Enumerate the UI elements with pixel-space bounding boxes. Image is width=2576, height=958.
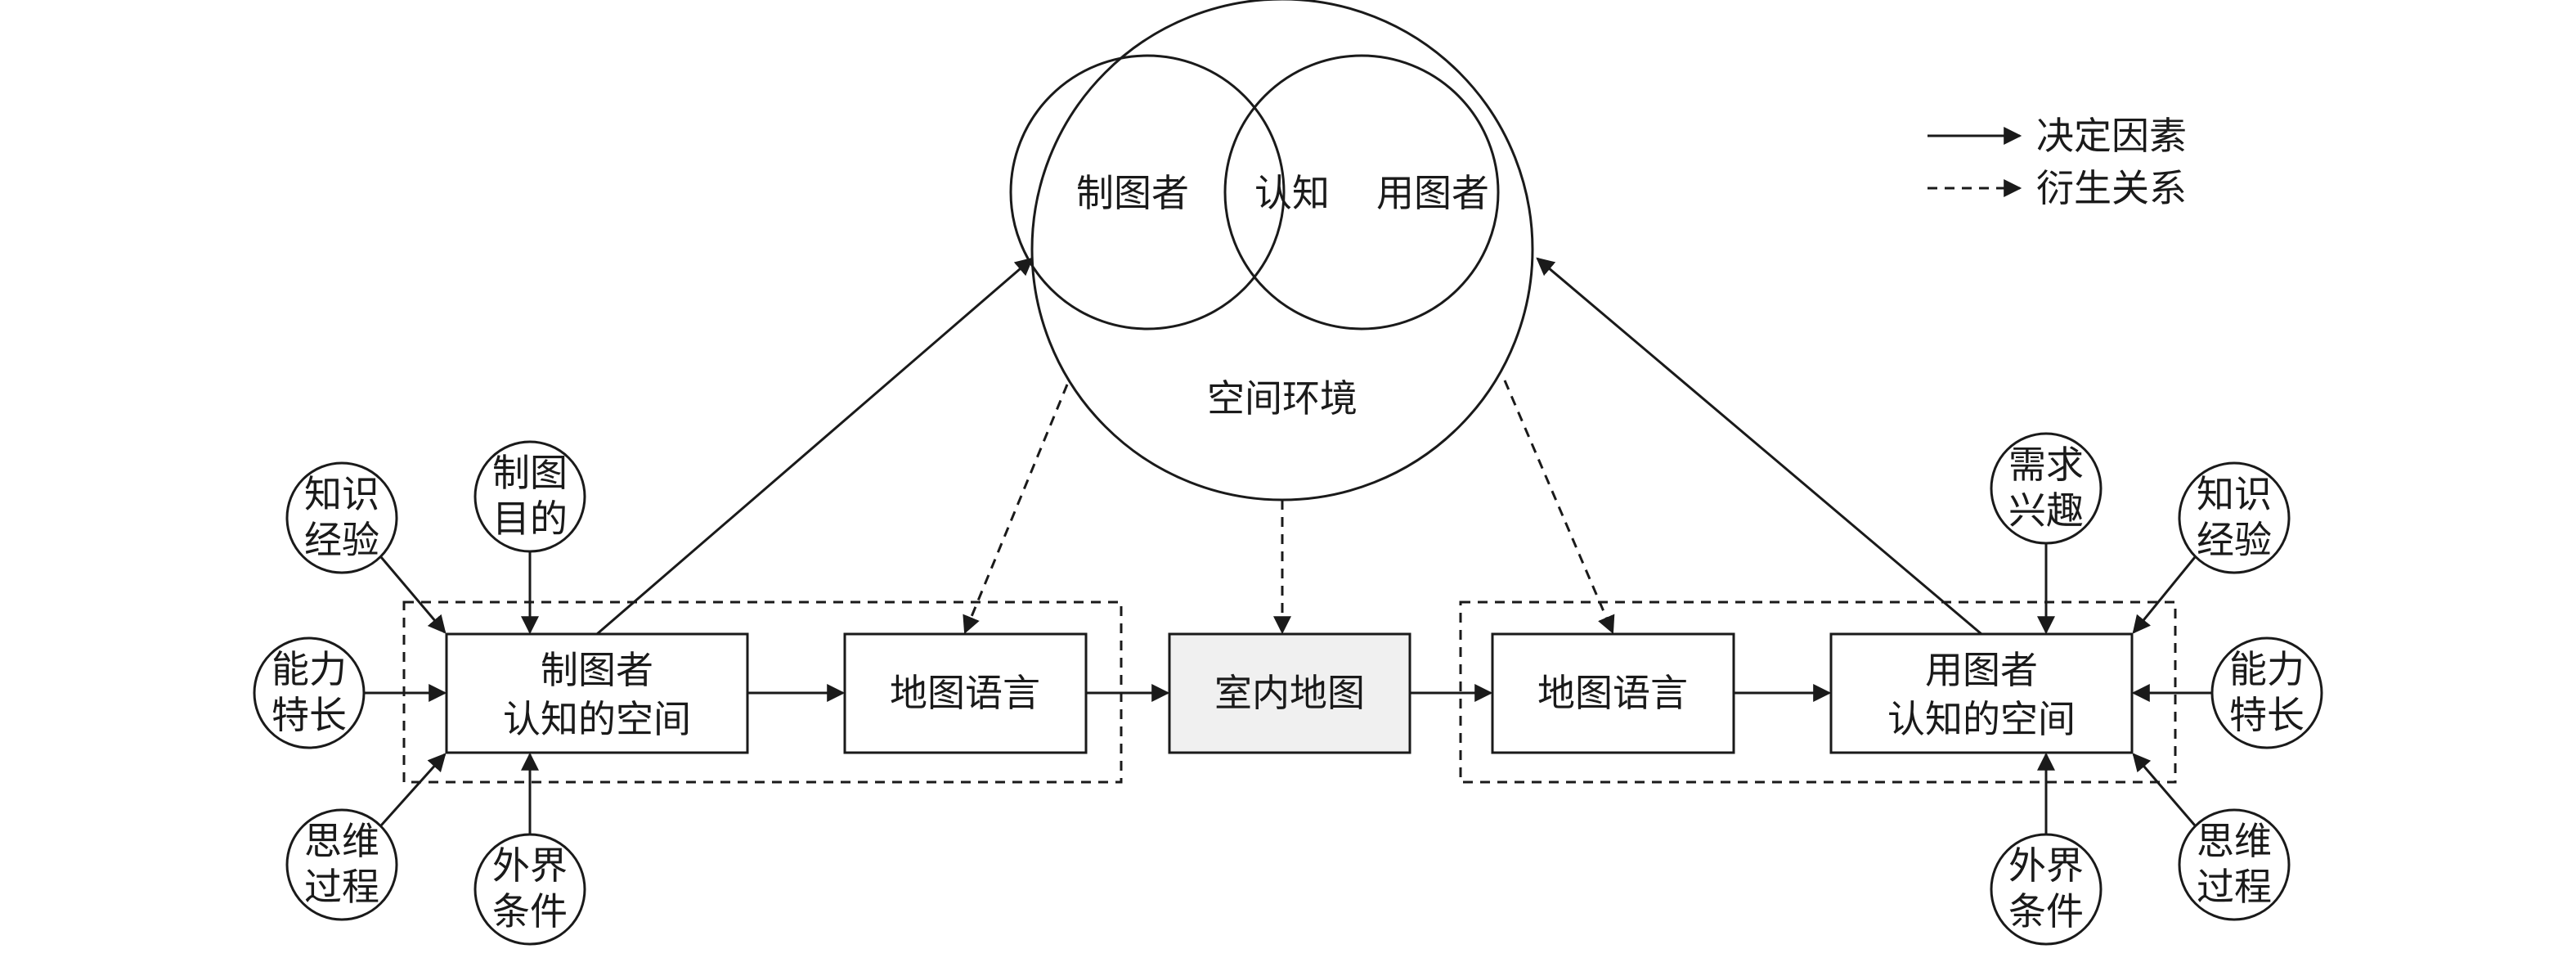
- left-factor-knowledge: [285, 461, 398, 574]
- right-factor-thinking: [2178, 808, 2291, 921]
- legend-solid-label: 决定因素: [2036, 114, 2187, 158]
- left-map-language-label: 地图语言: [890, 671, 1040, 715]
- spatial-environment: 制图者 认知 用图者 空间环境: [1009, 0, 1534, 501]
- right-needs-line2: 兴趣: [2008, 488, 2084, 533]
- left-factor-thinking: [285, 808, 398, 921]
- legend-dashed-label: 衍生关系: [2036, 166, 2187, 210]
- right-cognition-line2: 认知的空间: [1887, 697, 2076, 741]
- right-factors: 需求 兴趣 知识 经验 能力 特长 思维 过程 外界 条件: [1990, 432, 2323, 946]
- mapmaker-circle: [1009, 54, 1286, 331]
- arrow-right-cognition-to-environment: [1536, 257, 1982, 636]
- arrow-right-knowledge: [2132, 556, 2197, 634]
- right-external-line1: 外界: [2008, 843, 2084, 888]
- mapmaker-label: 制图者: [1076, 171, 1189, 215]
- dashed-environment-to-left-language: [963, 384, 1069, 635]
- right-external-line2: 条件: [2008, 889, 2084, 933]
- mapuser-label: 用图者: [1376, 171, 1489, 215]
- left-thinking-line1: 思维: [304, 819, 379, 863]
- left-purpose-line1: 制图: [492, 451, 568, 495]
- left-cognition-line1: 制图者: [541, 648, 653, 692]
- right-ability-line1: 能力: [2229, 647, 2304, 691]
- left-cognition-box: [445, 632, 749, 754]
- left-purpose-line2: 目的: [492, 497, 568, 541]
- arrow-left-knowledge: [379, 556, 447, 634]
- arrow-left-thinking: [379, 753, 447, 827]
- right-map-language-label: 地图语言: [1537, 671, 1688, 715]
- right-knowledge-line2: 经验: [2197, 518, 2272, 562]
- arrow-left-cognition-to-environment: [596, 257, 1034, 636]
- indoor-map-label: 室内地图: [1214, 671, 1365, 715]
- left-external-line2: 条件: [492, 889, 568, 933]
- left-external-line1: 外界: [492, 843, 568, 888]
- legend: 决定因素 衍生关系: [1928, 114, 2187, 210]
- right-ability-line2: 特长: [2229, 693, 2304, 737]
- right-thinking-line1: 思维: [2197, 819, 2272, 863]
- environment-caption: 空间环境: [1207, 376, 1358, 421]
- right-knowledge-line1: 知识: [2197, 472, 2272, 516]
- right-thinking-line2: 过程: [2197, 865, 2272, 909]
- mapuser-circle: [1223, 54, 1500, 331]
- left-ability-line2: 特长: [272, 693, 347, 737]
- left-cognition-line2: 认知的空间: [503, 697, 691, 741]
- cognition-label: 认知: [1254, 171, 1330, 215]
- right-needs-line1: 需求: [2008, 443, 2084, 487]
- left-ability-line1: 能力: [272, 647, 347, 691]
- right-cognition-line1: 用图者: [1925, 648, 2038, 692]
- dashed-environment-to-right-language: [1503, 380, 1615, 635]
- left-knowledge-line1: 知识: [304, 472, 379, 516]
- left-knowledge-line2: 经验: [304, 518, 379, 562]
- left-thinking-line2: 过程: [304, 865, 379, 909]
- left-factors: 知识 经验 制图 目的 能力 特长 思维 过程 外界 条件: [253, 440, 586, 946]
- environment-circle: [1030, 0, 1534, 501]
- right-factor-knowledge: [2178, 461, 2291, 574]
- arrow-right-thinking: [2132, 753, 2197, 826]
